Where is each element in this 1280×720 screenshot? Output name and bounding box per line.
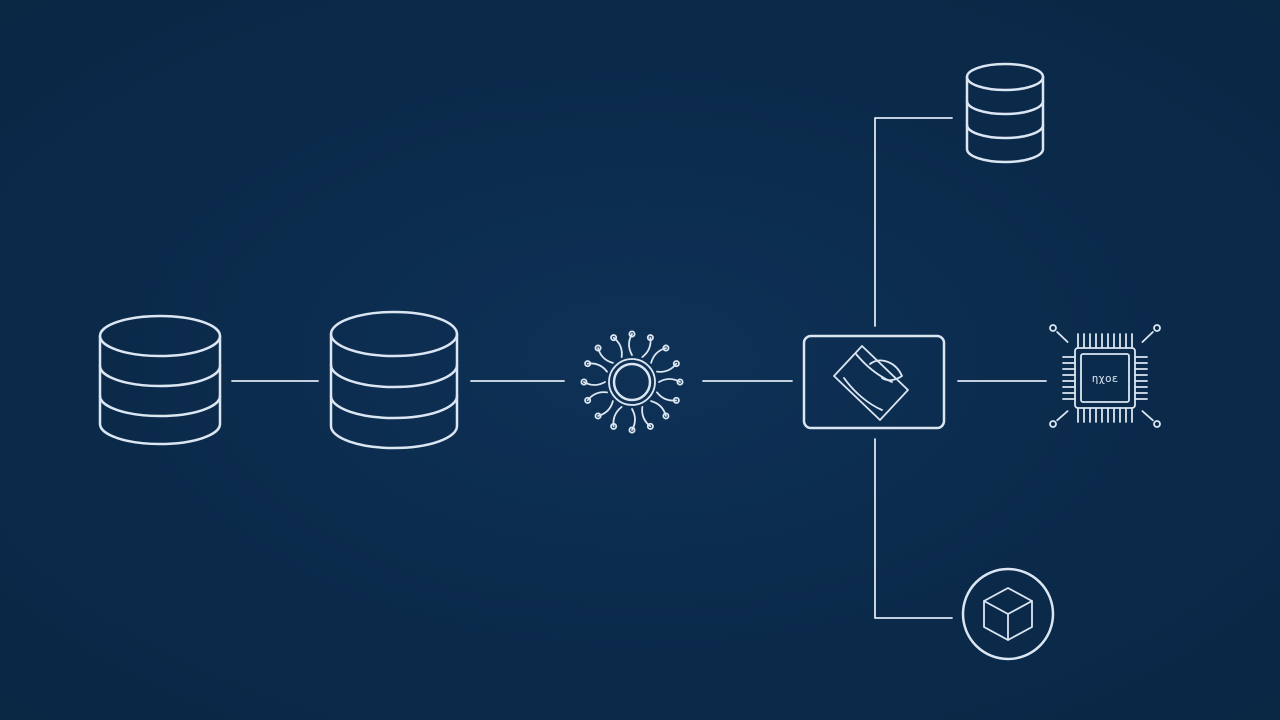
hub-node (594, 344, 602, 352)
cube-icon[interactable] (961, 567, 1055, 661)
hub-node (580, 378, 588, 386)
hub-node (676, 378, 684, 386)
database-icon[interactable] (329, 310, 459, 450)
edge-processor-to-package (874, 438, 953, 619)
hub-node (610, 334, 618, 342)
hub-node (628, 426, 636, 434)
connectors (231, 117, 1047, 619)
chip-corner-node (1049, 420, 1057, 428)
chip-corner-trace (1056, 410, 1069, 422)
hub-node (646, 422, 654, 430)
database-icon[interactable] (98, 314, 222, 446)
chip-corner-trace (1056, 331, 1069, 343)
hub-node (672, 360, 680, 368)
document-sign-icon (833, 345, 909, 421)
chip-corner-node (1153, 324, 1161, 332)
chip-corner-node (1153, 420, 1161, 428)
hub-node (646, 334, 654, 342)
edge-processor-to-db-output (874, 117, 953, 327)
hub-node (662, 412, 670, 420)
hub-node (594, 412, 602, 420)
database-icon[interactable] (965, 62, 1045, 164)
chip-corner-trace (1141, 331, 1154, 343)
network-hub-icon[interactable] (580, 330, 684, 434)
hub-node (584, 360, 592, 368)
hub-node (628, 330, 636, 338)
chip-label: ηχοε (1092, 372, 1119, 385)
hub-node (584, 396, 592, 404)
chip-corner-node (1049, 324, 1057, 332)
hub-node (610, 422, 618, 430)
hub-node (672, 396, 680, 404)
chip-corner-trace (1141, 410, 1154, 422)
processing-card-icon[interactable] (802, 334, 946, 430)
hub-node (662, 344, 670, 352)
chip-icon[interactable]: ηχοε (1049, 324, 1161, 428)
